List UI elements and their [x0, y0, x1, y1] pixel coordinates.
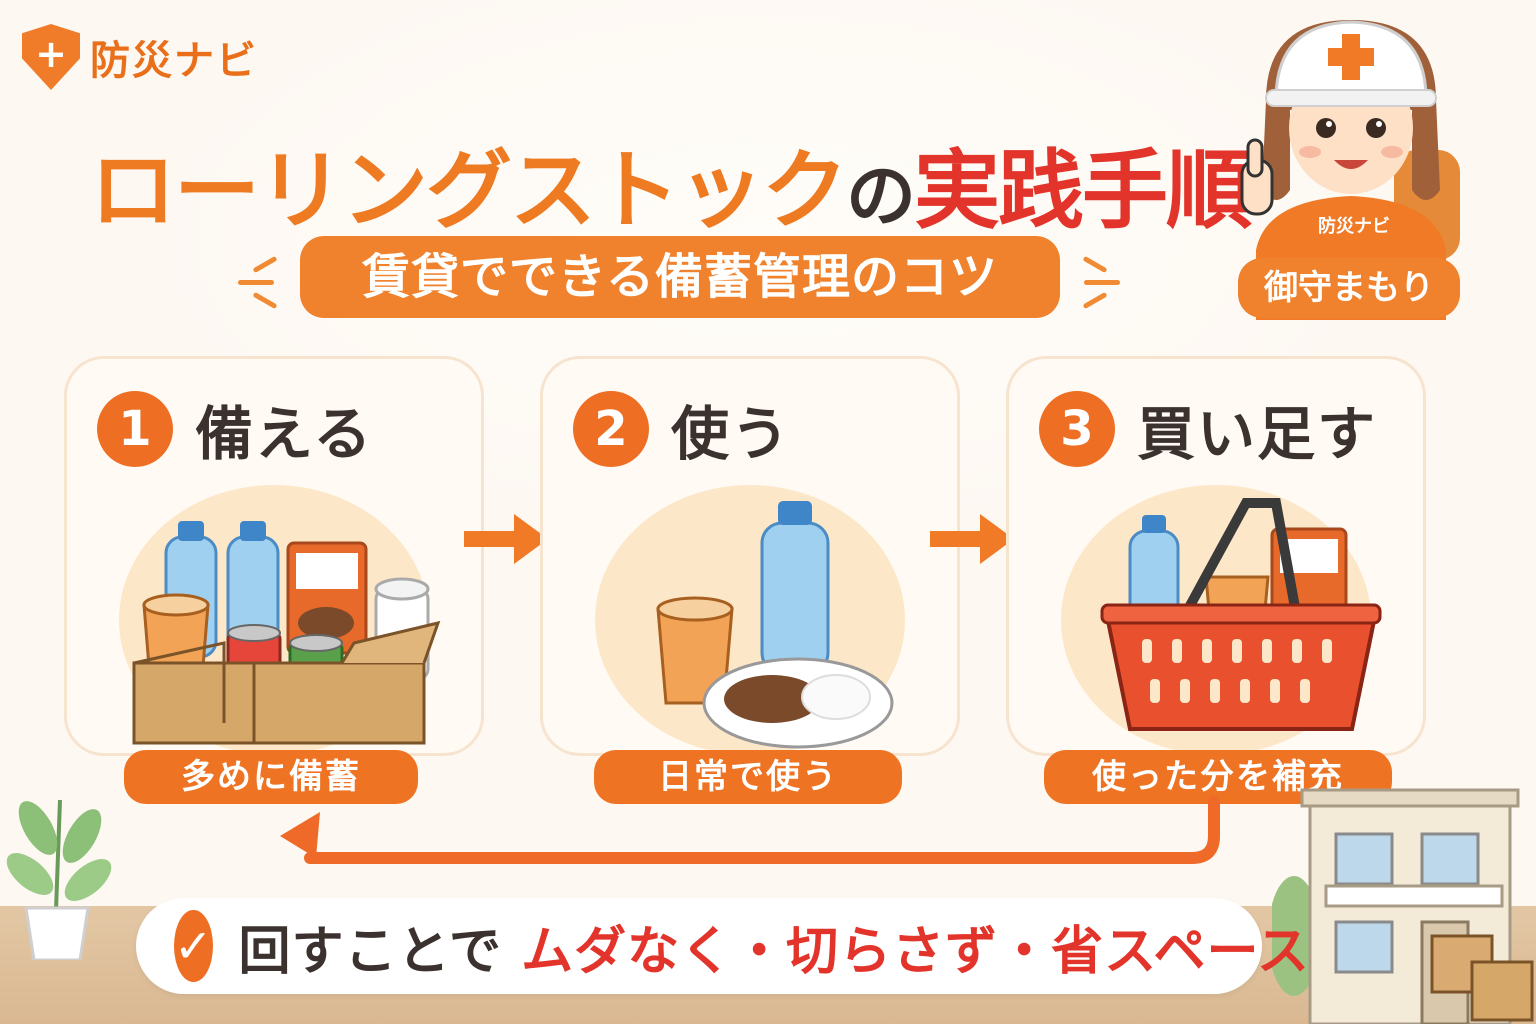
loop-back-arrow: [280, 796, 1220, 864]
summary-banner: ✓ 回すことで ムダなく・切らさず・省スペース: [136, 898, 1309, 994]
plant-decoration: [6, 799, 112, 960]
step-number-2: 2: [573, 391, 649, 467]
app-logo[interactable]: + 防災ナビ: [22, 24, 258, 90]
arrow-right-icon: [464, 514, 548, 564]
mascot-name-pill: 御守まもり: [1238, 258, 1460, 318]
step-title-3: 買い足す: [1137, 400, 1378, 468]
arrow-right-icon: [930, 514, 1014, 564]
step-title-2: 使う: [671, 400, 792, 468]
meal-illustration: [656, 501, 894, 749]
spark-decoration: [1084, 280, 1120, 285]
mascot-vest-text: 防災ナビ: [1318, 215, 1390, 237]
shield-plus-icon: +: [22, 24, 80, 90]
step-card-2: 2 使う: [540, 356, 960, 756]
banner-highlight: ムダなく・切らさず・省スペース: [521, 921, 1310, 982]
check-icon: ✓: [174, 910, 213, 982]
title-part-3: 実践手順: [914, 141, 1252, 241]
step-title-1: 備える: [195, 400, 374, 468]
step-card-1: 1 備える: [64, 356, 484, 756]
subtitle-pill: 賃貸でできる備蓄管理のコツ: [300, 236, 1060, 318]
logo-text: 防災ナビ: [90, 38, 258, 84]
step-card-3: 3 買い足す: [1006, 356, 1426, 756]
page-title: ローリングストックの実践手順: [90, 120, 1252, 245]
step-number-3: 3: [1039, 391, 1115, 467]
step-caption-1: 多めに備蓄: [124, 750, 418, 804]
spark-decoration: [238, 280, 274, 285]
title-part-1: ローリングストック: [90, 141, 848, 241]
step-caption-3: 使った分を補充: [1044, 750, 1392, 804]
banner-text: 回すことで ムダなく・切らさず・省スペース: [239, 909, 1310, 984]
title-part-2: の: [846, 155, 916, 237]
apartment-building-illustration: [1272, 788, 1534, 1024]
stockpile-box-illustration: [132, 521, 441, 745]
step-number-1: 1: [97, 391, 173, 467]
banner-lead: 回すことで: [238, 921, 502, 982]
step-caption-2: 日常で使う: [594, 750, 902, 804]
shopping-basket-illustration: [1100, 498, 1382, 731]
